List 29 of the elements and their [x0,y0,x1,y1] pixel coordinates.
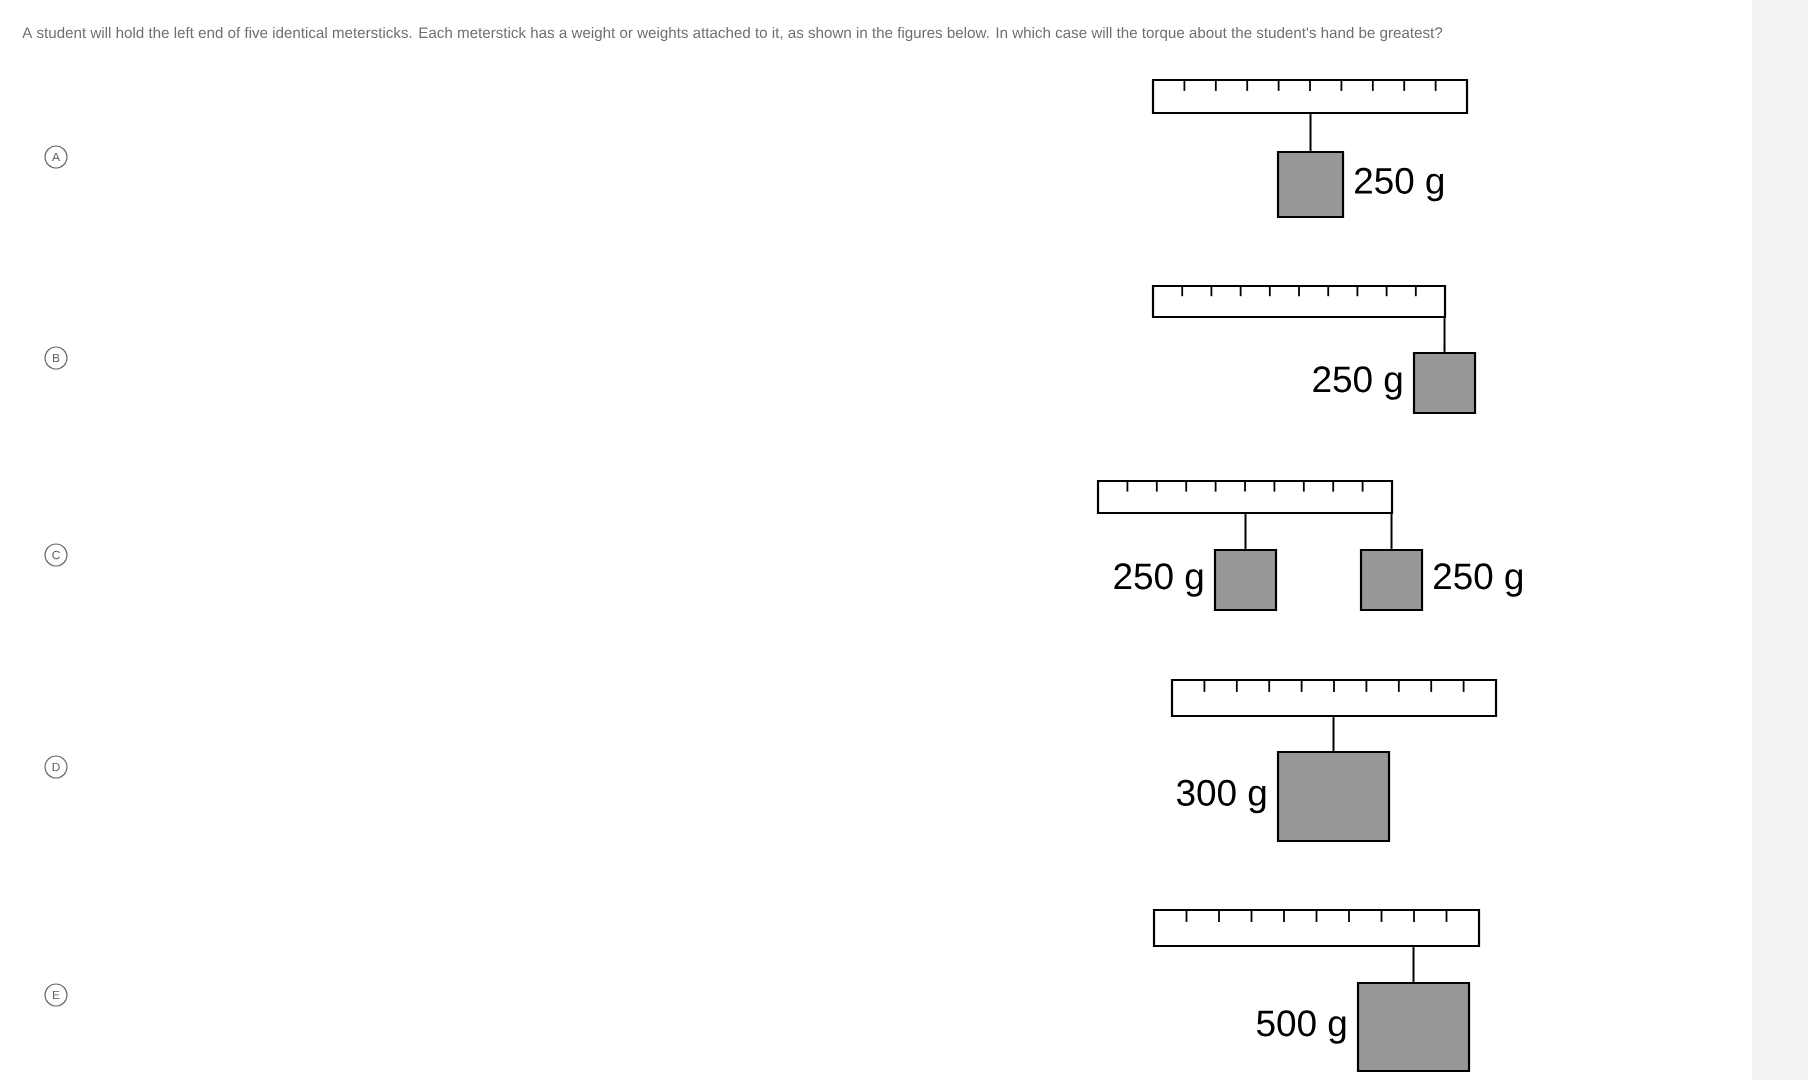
meterstick [1096,479,1394,515]
mass-label: 250 g [1434,563,1523,597]
mass-block [1412,351,1477,415]
mass-block [1276,150,1345,219]
mass-label: 500 g [1257,1010,1346,1044]
option-letter: E [44,983,68,1007]
mass-label: 250 g [1313,366,1402,400]
meterstick [1151,78,1469,115]
meterstick [1152,908,1481,948]
mass-label: 250 g [1355,167,1444,202]
option-letter: D [44,755,68,779]
mass-block [1276,750,1391,843]
option-letter: C [44,543,68,567]
hanging-string [1309,113,1312,152]
option-letter: B [44,346,68,370]
meterstick [1170,678,1498,718]
meterstick [1151,284,1447,319]
hanging-string [1412,946,1415,983]
hanging-string [1244,513,1247,550]
mass-block [1213,548,1278,612]
hanging-string [1390,513,1393,550]
mass-block [1356,981,1471,1073]
question-text: A student will hold the left end of five identical metersticks. Each meterstick has a weight or weights attached to it, as shown in the figures below. In which case will the torque about the student's hand be greatest? [22,26,1443,42]
mass-label: 250 g [1114,563,1203,597]
option-letter: A [44,145,68,169]
hanging-string [1443,317,1446,353]
mass-label: 300 g [1177,779,1266,814]
hanging-string [1332,716,1335,752]
mass-block [1359,548,1424,612]
